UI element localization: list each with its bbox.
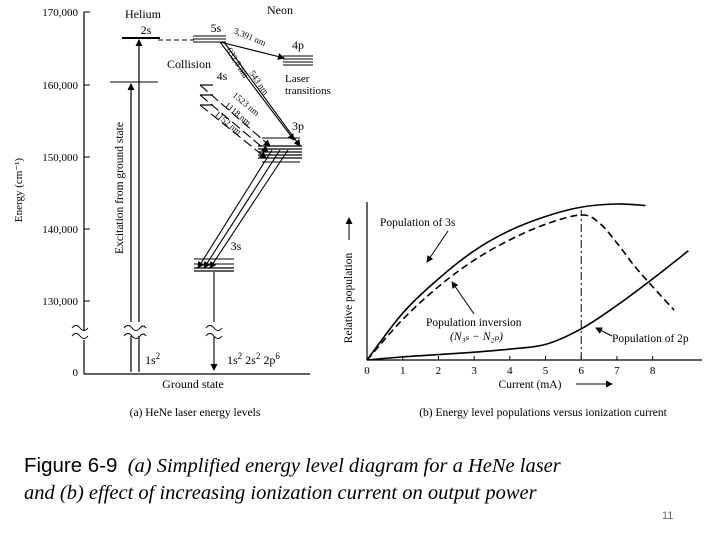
y-tick-170000: 170,000 <box>42 7 78 19</box>
label-population-3s: Population of 3s <box>380 217 456 229</box>
wavelength-3391nm: 3,391 nm <box>232 26 267 48</box>
transition-1118nm <box>199 94 269 153</box>
decay-3p-3s-3 <box>209 149 289 269</box>
series-inversion-line <box>366 214 675 361</box>
label-inversion-formula: (N₃ₛ − N₂ₚ) <box>450 331 503 343</box>
series-3s-line <box>366 203 646 361</box>
transition-632nm <box>219 41 295 141</box>
transition-3391nm <box>219 41 285 60</box>
excitation-label: Excitation from ground state <box>114 122 126 254</box>
wavelength-632nm: 632.8 nm <box>224 46 251 80</box>
neon-4p-label: 4p <box>292 38 304 52</box>
laser-transitions-label-2: transitions <box>285 85 331 97</box>
pointer-inversion <box>451 281 475 315</box>
collision-label: Collision <box>167 57 211 71</box>
figure-caption-label: Figure 6-9 <box>24 454 118 477</box>
x-tick-label-1: 1 <box>400 365 406 377</box>
pointer-3s <box>426 230 449 263</box>
panel-a-y-axis-label: Energy (cm⁻¹) <box>13 158 25 223</box>
helium-title: Helium <box>125 7 162 21</box>
x-tick-label-3: 3 <box>471 365 477 377</box>
panel-a-energy-diagram: 170,000 160,000 150,000 140,000 130,000 … <box>13 3 331 419</box>
label-population-2p: Population of 2p <box>612 333 689 345</box>
figure-caption-line-2: and (b) effect of increasing ionization … <box>24 482 537 504</box>
decay-3p-3s-1 <box>197 149 273 269</box>
x-tick-label-4: 4 <box>507 365 513 377</box>
transition-1152nm <box>199 104 267 159</box>
panel-a-caption: (a) HeNe laser energy levels <box>130 407 261 419</box>
y-tick-160000: 160,000 <box>42 80 78 92</box>
laser-transitions-label-1: Laser <box>285 73 310 85</box>
x-tick-label-2: 2 <box>436 365 442 377</box>
figure-caption: Figure 6-9 (a) Simplified energy level d… <box>24 452 704 507</box>
page-number: 11 <box>662 510 674 522</box>
y-tick-130000: 130,000 <box>42 296 78 308</box>
panel-b-caption: (b) Energy level populations versus ioni… <box>419 407 667 419</box>
neon-3s-label: 3s <box>231 239 242 253</box>
pointer-2p <box>595 327 613 337</box>
series-layer <box>366 203 689 361</box>
series-2p-line <box>366 250 689 361</box>
transition-1523nm <box>199 84 271 147</box>
x-tick-label-6: 6 <box>578 365 584 377</box>
x-tick-label-8: 8 <box>650 365 656 377</box>
neon-3p-label: 3p <box>292 119 304 133</box>
helium-ground-config: 1s2 <box>145 351 160 367</box>
figure-caption-line-1: (a) Simplified energy level diagram for … <box>127 455 561 477</box>
helium-2s-label: 2s <box>141 23 152 37</box>
neon-title: Neon <box>267 3 293 17</box>
x-ticks: 0 1 2 3 4 5 6 7 8 <box>364 356 656 377</box>
label-population-inversion: Population inversion <box>426 317 522 329</box>
y-tick-0: 0 <box>73 367 79 379</box>
panel-b-population-chart: Relative population Current (mA) 0 1 2 3 4 5 6… <box>343 202 702 419</box>
decay-3p-3s-2 <box>203 149 281 269</box>
y-tick-140000: 140,000 <box>42 224 78 236</box>
x-tick-label-7: 7 <box>614 365 620 377</box>
axis-break <box>71 325 89 331</box>
x-tick-label-0: 0 <box>364 365 370 377</box>
panel-b-y-axis-label: Relative population <box>343 253 355 344</box>
x-tick-label-5: 5 <box>543 365 549 377</box>
panel-b-x-axis-label: Current (mA) <box>499 379 562 391</box>
ground-state-label: Ground state <box>162 377 224 391</box>
transition-543nm <box>223 41 301 147</box>
neon-5s-label: 5s <box>211 21 222 35</box>
neon-4s-label: 4s <box>217 69 228 83</box>
y-tick-150000: 150,000 <box>42 152 78 164</box>
